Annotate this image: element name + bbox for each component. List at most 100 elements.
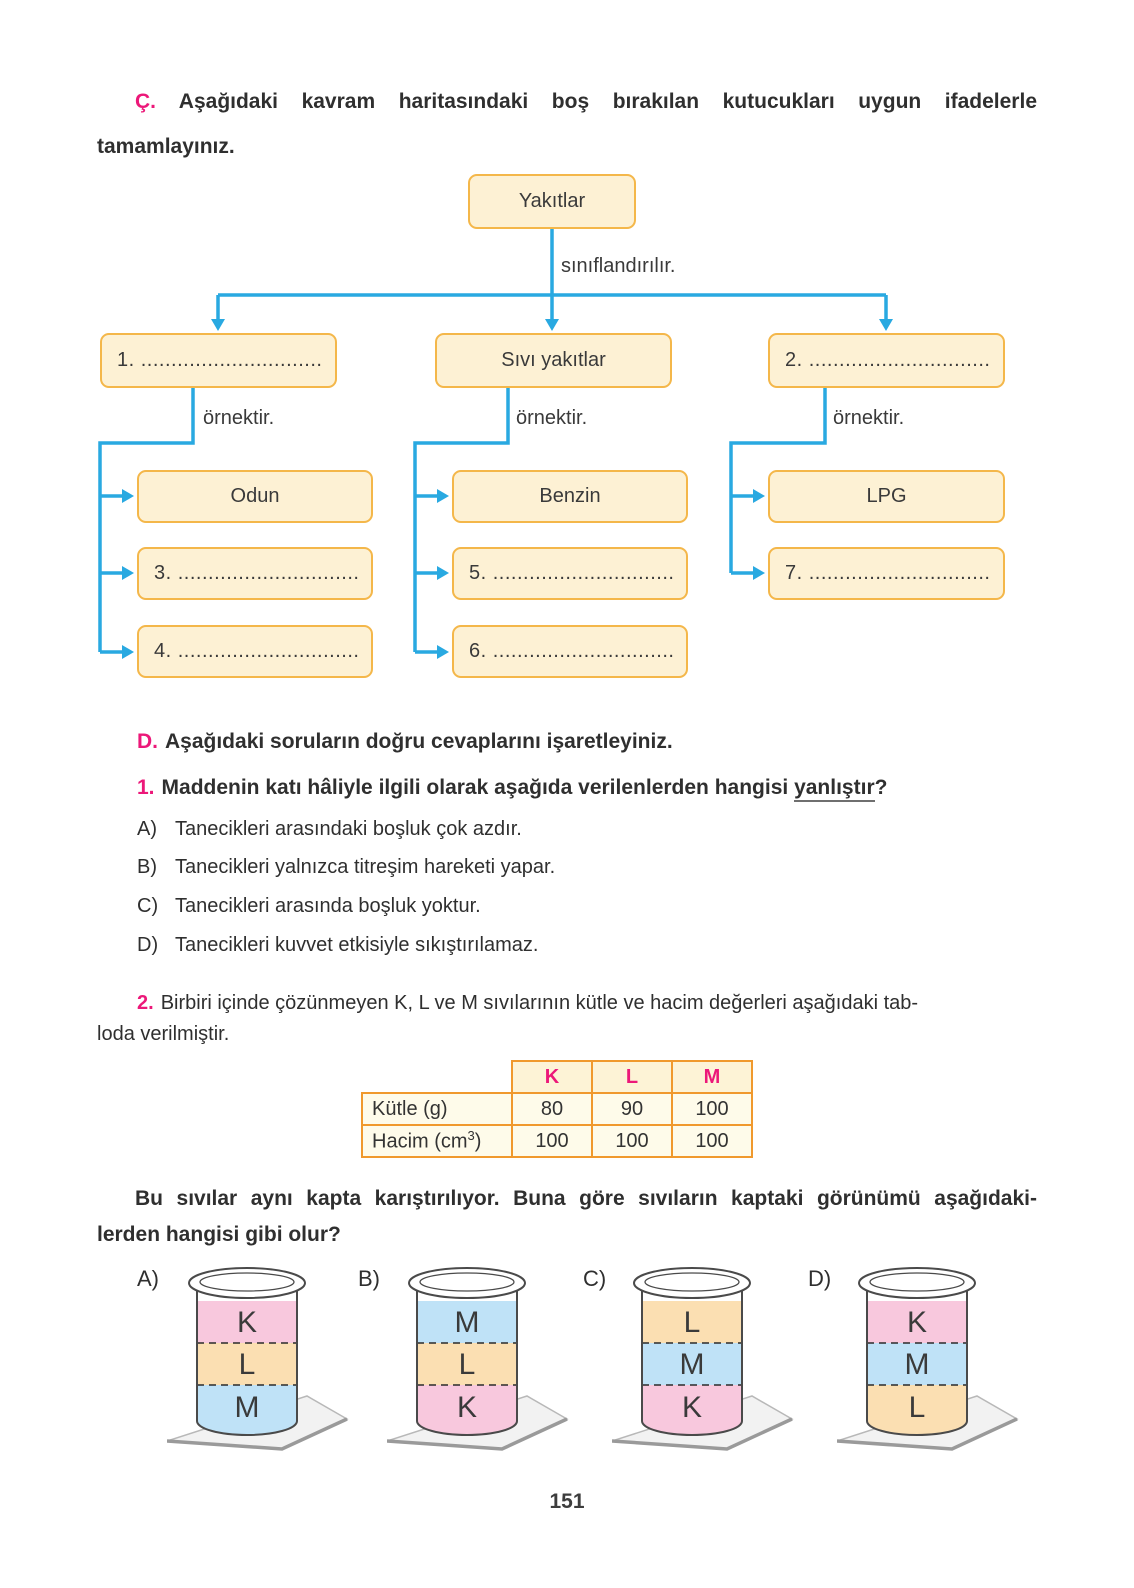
layer-middle: [197, 1343, 297, 1385]
edge-label-ornektir-3: örnektir.: [833, 407, 905, 429]
mass-l: 90: [591, 1092, 673, 1126]
section-c-title-line1: Ç. Aşağıdaki kavram haritasındaki boş bı…: [97, 88, 1037, 115]
layer-bottom-letter: L: [909, 1391, 926, 1424]
layer-top-letter: L: [684, 1306, 701, 1339]
layer-top-letter: M: [455, 1306, 480, 1339]
beaker-rim-inner: [199, 1272, 295, 1292]
node-blank-3: 3. ..............................: [137, 547, 373, 600]
question-2-number: 2.: [137, 992, 154, 1014]
node-blank-2: 2. ..............................: [768, 333, 1005, 388]
table-row-header-volume: Hacim (cm3): [361, 1124, 513, 1158]
section-d-heading-text: Aşağıdaki soruların doğru cevaplarını iş…: [165, 730, 673, 753]
table-col-header-k: K: [511, 1060, 593, 1094]
question-2-intro-text: Birbiri içinde çözünmeyen K, L ve M sıvı…: [160, 992, 919, 1014]
question-2-prompt-line1: Bu sıvılar aynı kapta karıştırılıyor. Bu…: [135, 1187, 1037, 1210]
beaker-c: L M K: [612, 1267, 794, 1451]
layer-top-letter: K: [237, 1306, 257, 1339]
layer-top-letter: K: [907, 1306, 927, 1339]
concept-map: Yakıtlar sınıflandırılır. 1. ...........…: [0, 165, 1134, 725]
beaker-d: K M L: [837, 1267, 1019, 1451]
layer-middle-letter: L: [239, 1348, 256, 1381]
option-c[interactable]: C)Tanecikleri arasında boşluk yoktur.: [137, 893, 481, 919]
choice-d-label[interactable]: D): [808, 1266, 832, 1291]
layer-bottom-letter: K: [682, 1391, 702, 1424]
layer-middle: [642, 1343, 742, 1385]
layer-bottom: [197, 1385, 297, 1435]
node-blank-5: 5. ..............................: [452, 547, 688, 600]
branch2-rail: [413, 388, 510, 652]
layer-top: [867, 1301, 967, 1343]
volume-k: 100: [511, 1124, 593, 1158]
layer-middle-letter: M: [905, 1348, 930, 1381]
beaker-b: M L K: [387, 1267, 569, 1451]
option-b-letter: B): [137, 856, 157, 878]
choice-a-label[interactable]: A): [137, 1266, 159, 1291]
beaker-rim-inner: [869, 1272, 965, 1292]
node-blank-7: 7. ..............................: [768, 547, 1005, 600]
beaker-glass: [866, 1285, 968, 1436]
question-2-prompt-line2: lerden hangisi gibi olur?: [97, 1223, 341, 1246]
node-odun: Odun: [137, 470, 373, 523]
option-c-text: Tanecikleri arasında boşluk yoktur.: [175, 895, 481, 917]
edge-label-ornektir-2: örnektir.: [516, 407, 588, 429]
question-2-intro-line2: loda verilmiştir.: [97, 1023, 230, 1045]
node-lpg: LPG: [768, 470, 1005, 523]
option-d[interactable]: D) Tanecikleri kuvvet etkisiyle sıkıştırı…: [137, 932, 538, 958]
node-blank-6: 6. ..............................: [452, 625, 688, 678]
table-corner-blank: [362, 1061, 512, 1093]
mass-m: 100: [671, 1092, 753, 1126]
layer-bottom: [642, 1385, 742, 1435]
layer-middle-letter: L: [459, 1348, 476, 1381]
question-2-intro-line1: 2. Birbiri içinde çözünmeyen K, L ve M sı…: [137, 990, 1037, 1016]
volume-header-base: Hacim (cm: [372, 1130, 468, 1153]
layer-middle-letter: M: [680, 1348, 705, 1381]
option-b[interactable]: B) Tanecikleri yalnızca titreşim hareketi…: [137, 854, 555, 880]
concept-map-connectors: [98, 229, 893, 659]
choice-c-label[interactable]: C): [583, 1266, 607, 1291]
option-b-text: Tanecikleri yalnızca titreşim hareketi y…: [175, 856, 556, 878]
option-d-letter: D): [137, 934, 159, 956]
edge-label-siniflandirilir: sınıflandırılır.: [561, 255, 676, 277]
beaker-rim-inner: [644, 1272, 740, 1292]
layer-middle: [867, 1343, 967, 1385]
layer-bottom: [417, 1385, 517, 1435]
section-c-text: Aşağıdaki kavram haritasındaki boş bırak…: [178, 90, 1037, 113]
node-yakitlar: Yakıtlar: [468, 174, 636, 229]
volume-l: 100: [591, 1124, 673, 1158]
layer-top: [197, 1301, 297, 1343]
table-row-mass: Kütle (g) 80 90 100: [361, 1092, 753, 1126]
branch1-rail: [98, 388, 195, 652]
beaker-a: K L M: [167, 1267, 349, 1451]
branch3-rail: [729, 388, 827, 573]
mass-k: 80: [511, 1092, 593, 1126]
platform-edge: [167, 1417, 348, 1451]
beaker-rim-inner: [419, 1272, 515, 1292]
node-sivi-yakitlar: Sıvı yakıtlar: [435, 333, 672, 388]
option-a-text: Tanecikleri arasındaki boşluk çok azdır.: [175, 818, 522, 840]
question-1-number: 1.: [137, 776, 155, 799]
option-d-text: Tanecikleri kuvvet etkisiyle sıkıştırıla…: [175, 934, 539, 956]
page-number: 151: [549, 1490, 585, 1513]
data-table: K L M Kütle (g) 80 90 100 Hacim (cm3) 10…: [361, 1060, 753, 1158]
table-col-header-l: L: [591, 1060, 673, 1094]
question-1-text: Maddenin katı hâliyle ilgili olarak aşağ…: [161, 776, 789, 799]
node-blank-4: 4. ..............................: [137, 625, 373, 678]
option-a[interactable]: A) Tanecikleri arasındaki boşluk çok azdı…: [137, 816, 522, 842]
layer-bottom: [867, 1385, 967, 1435]
choice-b-label[interactable]: B): [358, 1266, 380, 1291]
question-1-qmark: ?: [874, 776, 888, 799]
node-benzin: Benzin: [452, 470, 688, 523]
layer-bottom-letter: M: [235, 1391, 260, 1424]
table-col-header-m: M: [671, 1060, 753, 1094]
question-1-underlined-word: yanlıştır: [794, 776, 875, 802]
question-1: 1. Maddenin katı hâliyle ilgili olarak aş…: [137, 774, 888, 802]
layer-middle: [417, 1343, 517, 1385]
platform-edge: [837, 1417, 1018, 1451]
platform-edge: [612, 1417, 793, 1451]
option-a-letter: A): [137, 818, 157, 840]
beaker-glass: [641, 1285, 743, 1436]
volume-m: 100: [671, 1124, 753, 1158]
section-c-label: Ç.: [135, 90, 156, 113]
layer-top: [642, 1301, 742, 1343]
